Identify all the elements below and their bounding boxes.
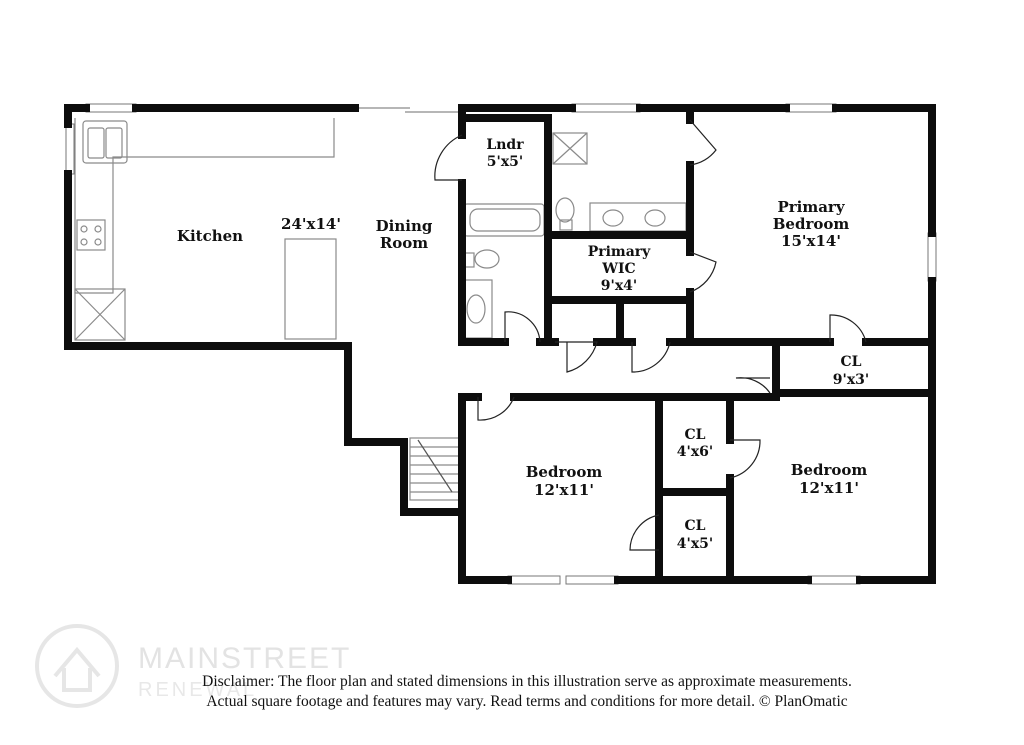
door (631, 341, 671, 373)
disclaimer-line-2: Actual square footage and features may v… (206, 693, 847, 710)
door (555, 341, 598, 373)
door (434, 134, 463, 181)
window (785, 103, 837, 113)
bedroom-right-label: Bedroom (791, 461, 868, 479)
interior-wall (458, 114, 552, 242)
window (807, 575, 861, 585)
closet-b-label: CL (685, 518, 706, 534)
kitchen-label: Kitchen (177, 227, 243, 245)
vanity-icon (589, 202, 687, 232)
window (507, 575, 561, 585)
primary-wic-dims: 9'x4' (601, 278, 637, 294)
interior-wall (544, 296, 694, 346)
door (629, 514, 660, 551)
watermark: MAINSTREET RENEWAL (35, 624, 351, 708)
room-labels: Kitchen 24'x14' Dining Room Lndr 5'x5' P… (177, 137, 869, 552)
bedroom-left-label: Bedroom (526, 463, 603, 481)
fixtures (74, 107, 687, 501)
closet-a-label: CL (685, 427, 706, 443)
shower-icon (552, 132, 588, 165)
laundry-dims: 5'x5' (487, 154, 523, 170)
door (689, 119, 717, 166)
window (927, 232, 937, 282)
closet-hall-dims: 9'x3' (833, 372, 869, 388)
exterior-wall (64, 104, 936, 584)
dining-label-2: Room (380, 234, 428, 252)
door (689, 251, 717, 293)
kitchen-sink-icon (82, 120, 128, 164)
door (504, 311, 541, 343)
bath-sink-icon (463, 279, 493, 339)
kitchen-island (284, 238, 337, 340)
window (565, 575, 619, 585)
window (65, 123, 75, 175)
window (85, 103, 137, 113)
closet-hall-label: CL (841, 354, 862, 370)
door (735, 377, 771, 394)
primary-bedroom-dims: 15'x14' (781, 232, 841, 250)
bedroom-right-dims: 12'x11' (799, 479, 859, 497)
watermark-sub: RENEWAL (138, 679, 257, 701)
kitchen-counter (74, 118, 335, 294)
dining-label-1: Dining (376, 217, 433, 235)
watermark-house-icon (53, 646, 101, 692)
window (571, 103, 641, 113)
toilet-icon (474, 249, 500, 269)
doors (434, 119, 867, 551)
stairs (409, 437, 461, 501)
door (729, 439, 761, 479)
windows (65, 103, 937, 585)
stove-icon (76, 219, 106, 251)
refrigerator-icon (74, 288, 126, 341)
door (829, 314, 867, 343)
disclaimer-line-1: Disclaimer: The floor plan and stated di… (202, 673, 852, 690)
laundry-label: Lndr (486, 137, 524, 153)
walls (64, 104, 936, 584)
kitchen-dims: 24'x14' (281, 215, 341, 233)
primary-wic-label-1: Primary (588, 244, 651, 260)
closet-a-dims: 4'x6' (677, 444, 713, 460)
primary-bedroom-label-1: Primary (777, 198, 845, 216)
primary-wic-label-2: WIC (601, 261, 635, 277)
bedroom-left-dims: 12'x11' (534, 481, 594, 499)
closet-b-dims: 4'x5' (677, 536, 713, 552)
toilet-icon (555, 197, 575, 223)
disclaimer: Disclaimer: The floor plan and stated di… (202, 673, 852, 710)
door (477, 396, 515, 421)
watermark-brand: MAINSTREET (138, 642, 351, 675)
watermark-logo-icon (35, 624, 119, 708)
primary-bedroom-label-2: Bedroom (773, 215, 850, 233)
